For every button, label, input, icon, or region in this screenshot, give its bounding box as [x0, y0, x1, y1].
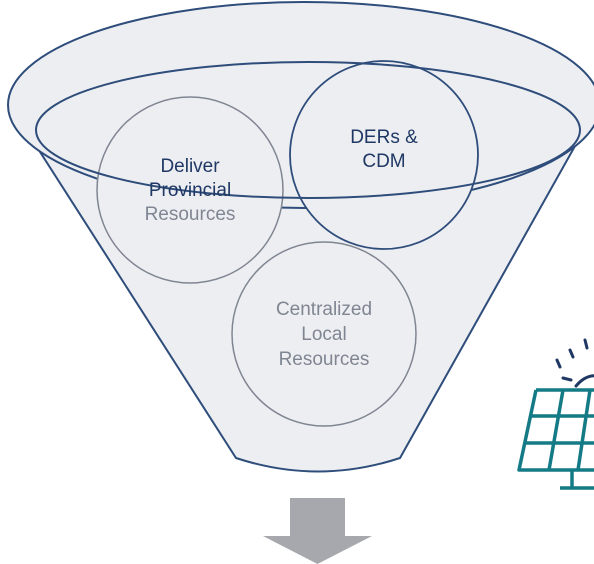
solar-panel-icon [517, 338, 594, 490]
ders-line-1: DERs & [350, 127, 418, 148]
deliver-line-1: Deliver [160, 156, 220, 177]
funnel-rim-inner [35, 61, 581, 199]
deliver-line-3: Resources [145, 204, 236, 225]
centralized-line-2: Local [301, 324, 346, 345]
centralized-line-3: Resources [279, 349, 370, 370]
circle-centralized-local-resources [231, 241, 417, 427]
centralized-line-1: Centralized [276, 299, 372, 320]
circle-ders-cdm [289, 60, 479, 250]
circle-deliver-provincial-resources [96, 96, 284, 284]
down-arrow-icon [263, 498, 372, 564]
deliver-line-2: Provincial [149, 180, 231, 201]
ders-line-2: CDM [362, 151, 405, 172]
